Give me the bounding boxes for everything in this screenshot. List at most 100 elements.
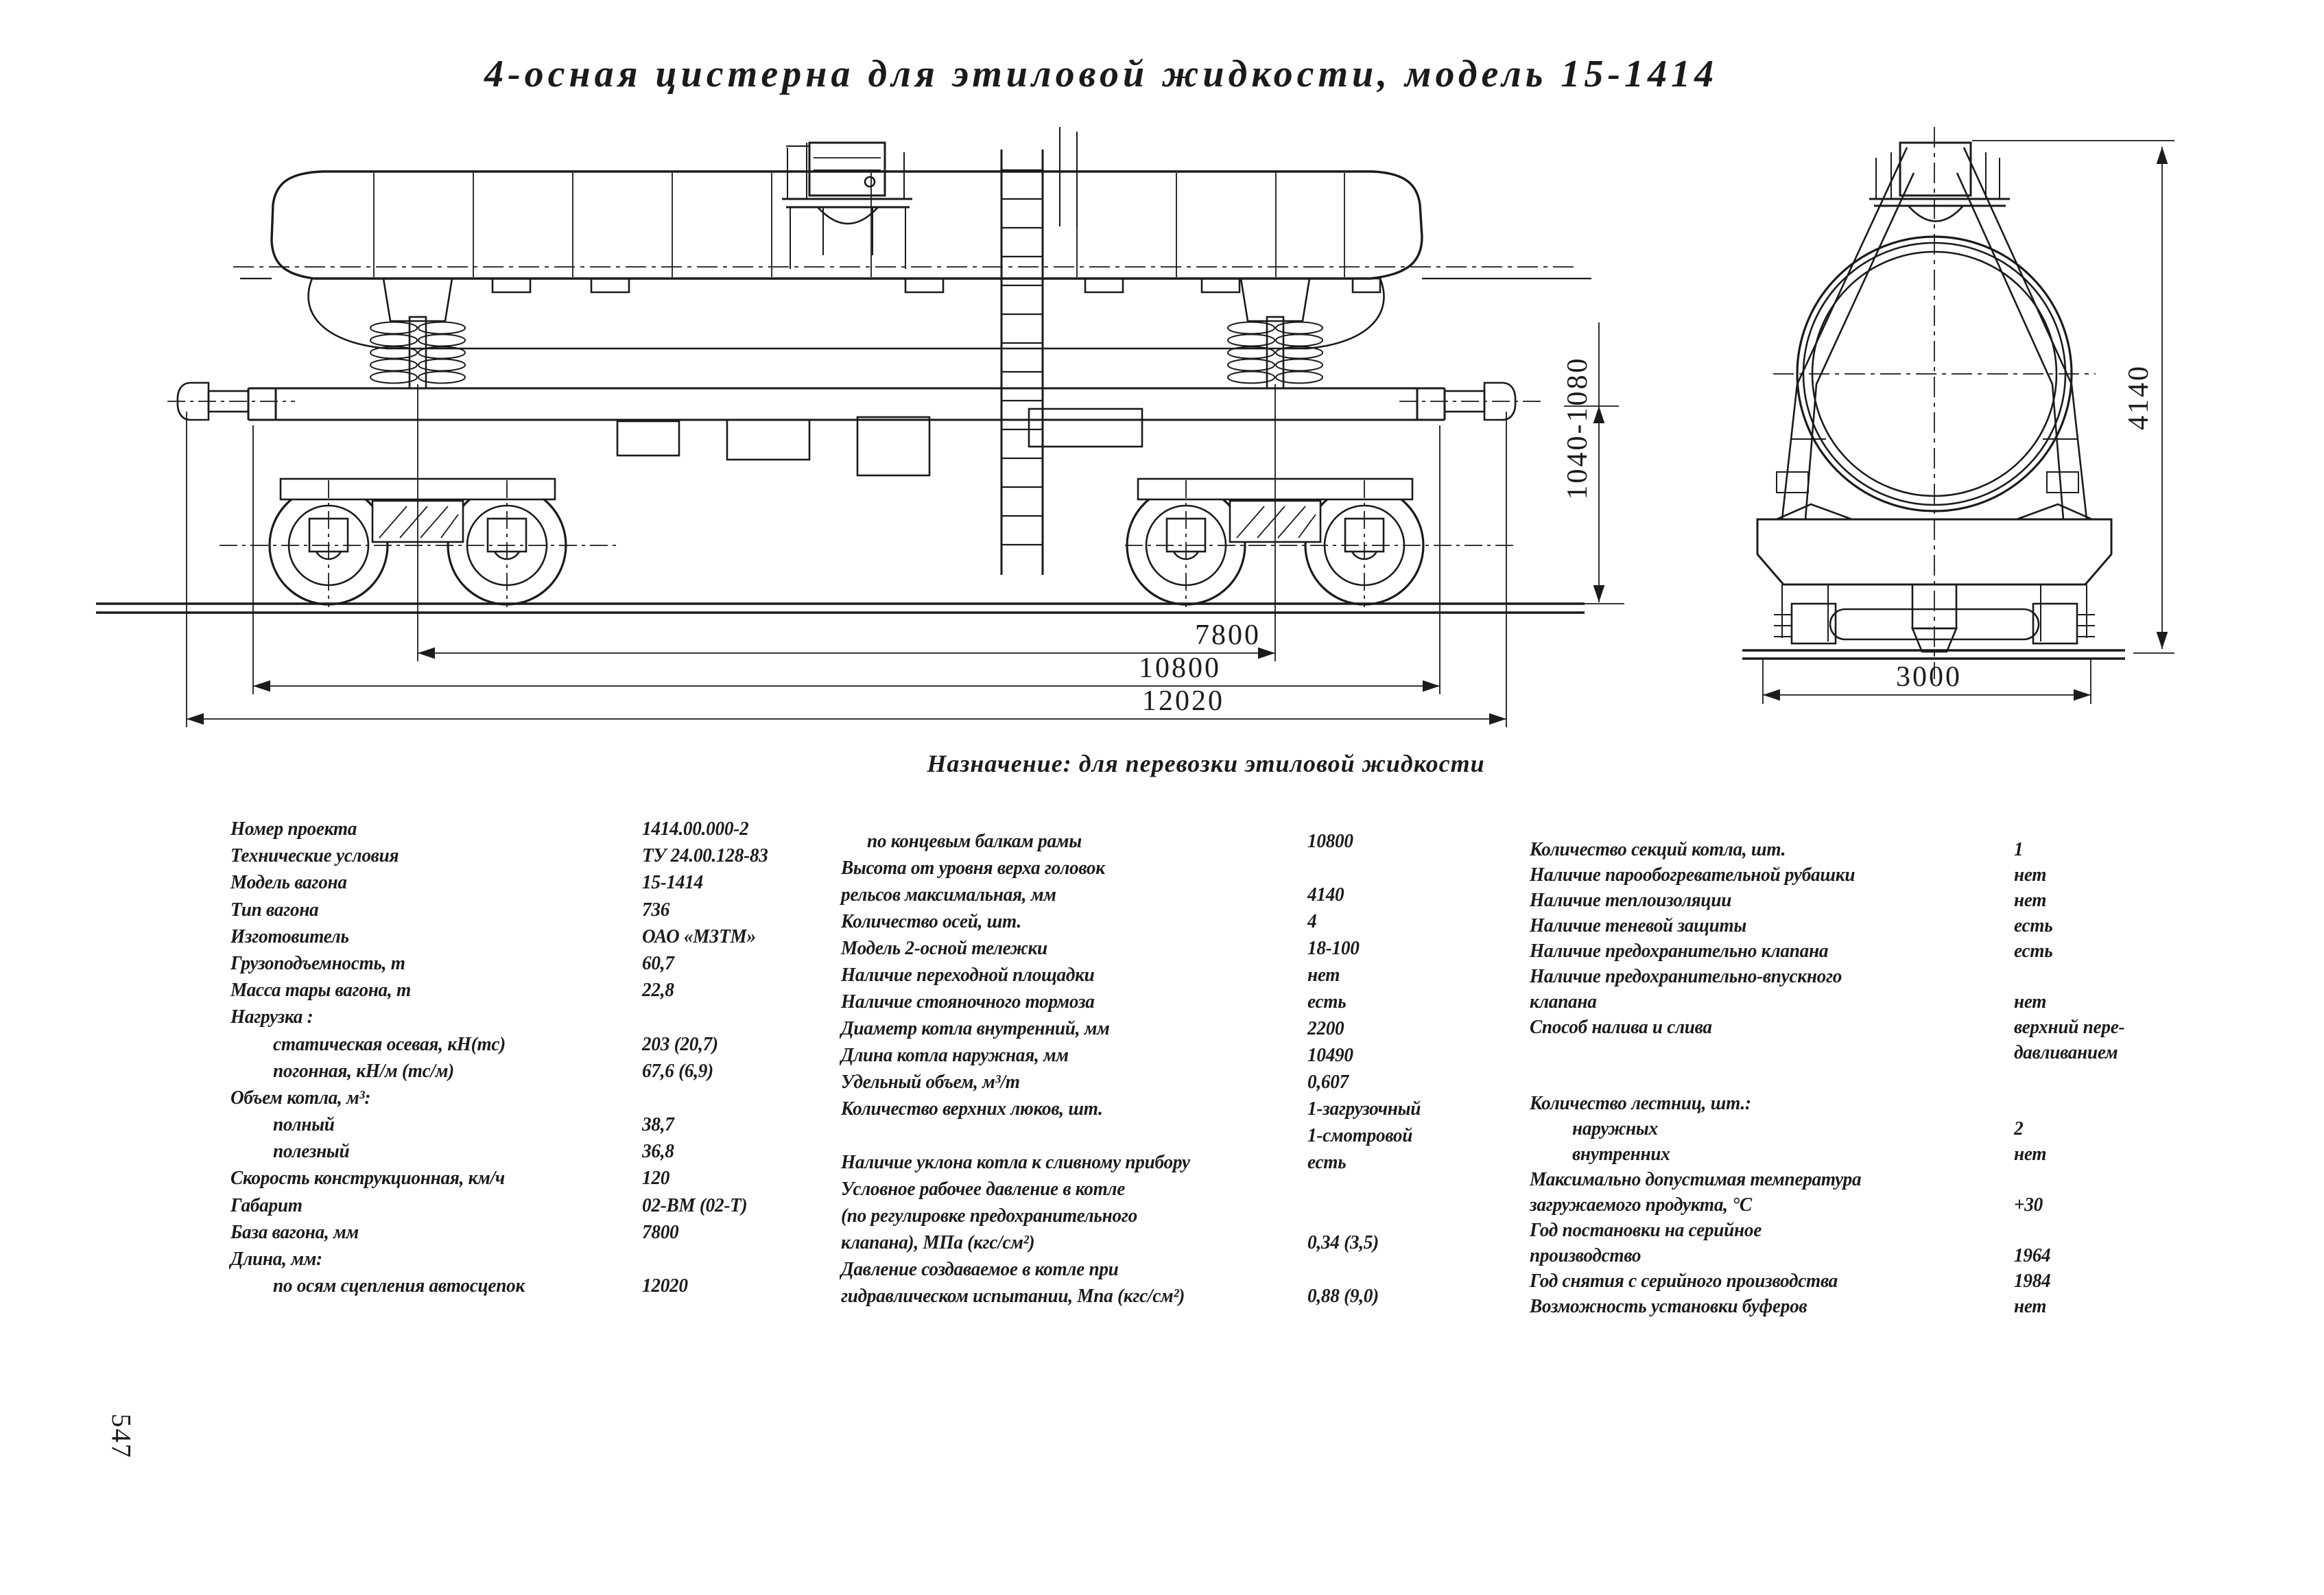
spec-label: Диаметр котла внутренний, мм — [841, 1017, 1110, 1039]
spec-value: 7800 — [642, 1220, 679, 1243]
spec-label: Тип вагона — [230, 898, 319, 921]
spec-label: погонная, кН/м (тс/м) — [273, 1059, 454, 1082]
spec-row: Наличие предохранительно-впускного — [1530, 965, 1882, 991]
spec-row: Удельный объем, м³/т 0,607 — [841, 1071, 1349, 1098]
side-view-dimensions — [186, 322, 1624, 727]
spec-label: Количество секций котла, шт. — [1530, 838, 1786, 860]
spec-value: 4 — [1307, 910, 1317, 932]
spec-row: статическая осевая, кН(тс)203 (20,7) — [230, 1033, 718, 1060]
spec-label: Наличие предохранительно-впускного — [1530, 965, 1842, 987]
spec-value: 1-смотровой — [1307, 1124, 1413, 1146]
purpose-heading: Назначение: для перевозки этиловой жидко… — [927, 750, 1485, 777]
spec-label: полезный — [273, 1140, 350, 1163]
spec-value: +30 — [2014, 1194, 2043, 1216]
page-title: 4-осная цистерна для этиловой жидкости, … — [484, 53, 1718, 95]
end-view — [1742, 127, 2174, 704]
spec-row: Длина котла наружная, мм 10490 — [841, 1044, 1353, 1071]
spec-row: Длина, мм: — [230, 1248, 541, 1275]
spec-label: Изготовитель — [230, 925, 349, 947]
spec-label: Габарит — [230, 1194, 303, 1216]
spec-value: 0,607 — [1307, 1071, 1349, 1093]
spec-value: 02-ВМ (02-Т) — [642, 1194, 748, 1216]
spec-row: гидравлическом испытании, Мпа (кгс/см²) 0… — [841, 1285, 1379, 1312]
spec-row: Наличие теплоизоляции нет — [1530, 889, 2047, 914]
spec-label: Год снятия с серийного производства — [1530, 1270, 1838, 1292]
spec-value: есть — [1307, 991, 1347, 1013]
spec-value: 1984 — [2014, 1270, 2051, 1292]
page-number: 547 — [106, 1413, 137, 1459]
spec-row: полезный 36,8 — [230, 1140, 674, 1167]
spec-value: 0,88 (9,0) — [1307, 1285, 1379, 1307]
spec-label: (по регулировке предохранительного — [841, 1205, 1137, 1227]
spec-label: производство — [1530, 1244, 1641, 1266]
spec-label: Масса тары вагона, т — [230, 979, 411, 1002]
spec-label: рельсов максимальная, мм — [841, 884, 1056, 906]
spec-row: (по регулировке предохранительного — [841, 1205, 1212, 1231]
spec-value: 36,8 — [642, 1140, 674, 1163]
spec-value: верхний пере- — [2014, 1016, 2125, 1038]
spec-label: гидравлическом испытании, Мпа (кгс/см²) — [841, 1285, 1185, 1307]
spec-label: полный — [273, 1113, 335, 1136]
spec-value: 12020 — [642, 1275, 688, 1297]
spec-label: Высота от уровня верха головок — [841, 857, 1105, 879]
spec-label: Длина котла наружная, мм — [841, 1044, 1069, 1066]
spec-value: ОАО «МЗТМ» — [642, 925, 756, 947]
spec-label: Количество осей, шт. — [841, 910, 1021, 932]
spec-value: 2 — [2014, 1118, 2024, 1139]
spec-value: 1 — [2014, 838, 2024, 860]
side-view-bogie-left — [220, 477, 617, 607]
spec-row: Изготовитель ОАО «МЗТМ» — [230, 925, 756, 952]
spec-row: Объем котла, м³: — [230, 1087, 541, 1113]
spec-label: База вагона, мм — [230, 1220, 359, 1243]
spec-row: Высота от уровня верха головок — [841, 857, 1212, 884]
spec-label: Наличие теплоизоляции — [1530, 889, 1732, 911]
spec-value: 1414.00.000-2 — [642, 818, 749, 840]
spec-value: 10490 — [1307, 1044, 1353, 1066]
dim-label-3000: 3000 — [1896, 661, 1962, 693]
dim-label-7800: 7800 — [1195, 619, 1261, 651]
spec-value: нет — [2014, 889, 2047, 911]
spec-value: есть — [1307, 1151, 1347, 1173]
spec-label: Максимально допустимая температура — [1530, 1168, 1862, 1190]
spec-label: Наличие предохранительно клапана — [1530, 940, 1829, 962]
spec-label: Технические условия — [230, 844, 399, 867]
spec-label: Модель вагона — [230, 871, 347, 894]
spec-label: Количество лестниц, шт.: — [1530, 1092, 1751, 1114]
spec-row: рельсов максимальная, мм 4140 — [841, 884, 1344, 910]
spec-value: 120 — [642, 1167, 670, 1190]
spec-value: 4140 — [1307, 884, 1344, 906]
spec-row: Количество секций котла, шт. 1 — [1530, 838, 2024, 864]
spec-value: нет — [2014, 1143, 2047, 1165]
spec-value: нет — [2014, 1295, 2047, 1317]
spec-row: Давление создаваемое в котле при — [841, 1258, 1212, 1285]
spec-label: Возможность установки буферов — [1530, 1295, 1807, 1317]
spec-value: нет — [2014, 864, 2047, 886]
spec-row: 1-смотровой — [841, 1124, 1412, 1151]
spec-label: Длина, мм: — [230, 1248, 322, 1270]
spec-row: давливанием — [1530, 1041, 2118, 1067]
side-view-dome-and-ladder — [782, 127, 1078, 575]
side-view-bogie-right — [1125, 477, 1516, 607]
spec-value: 18-100 — [1307, 937, 1360, 959]
spec-row: Год снятия с серийного производства 1984 — [1530, 1270, 2051, 1295]
spec-label: Наличие уклона котла к сливному прибору — [841, 1151, 1190, 1173]
spec-value: 2200 — [1307, 1017, 1344, 1039]
spec-label: Грузоподъемность, т — [230, 952, 405, 974]
spec-label: Удельный объем, м³/т — [841, 1071, 1020, 1093]
spec-value: ТУ 24.00.128-83 — [642, 844, 768, 867]
end-view-underframe — [1742, 518, 2125, 660]
spec-label: загружаемого продукта, °С — [1530, 1194, 1752, 1216]
